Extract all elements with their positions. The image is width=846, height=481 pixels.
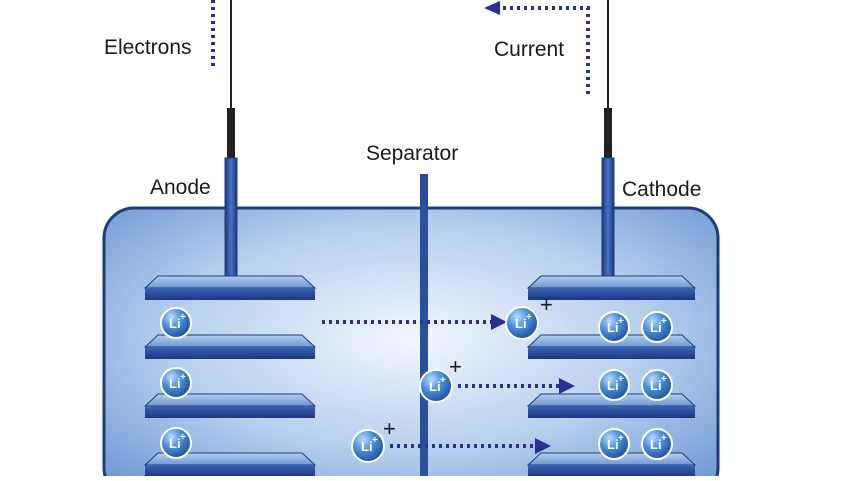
ion-symbol-charge: + [661,316,667,327]
ion-symbol: Li [169,436,181,451]
ion-symbol: Li [361,439,373,454]
cathode-label: Cathode [622,178,701,201]
ion-symbol-charge: + [618,374,624,385]
lithium-ion: Li+ [160,367,192,399]
ion-symbol: Li [515,316,527,331]
ion-symbol: Li [607,378,619,393]
lithium-ion: Li+ [160,307,192,339]
anode-connector [227,108,235,160]
ion-symbol-charge: + [440,375,446,386]
ion-flow-arrow [322,314,507,330]
ion-symbol: Li [607,437,619,452]
ion-symbol-charge: + [180,312,186,323]
ion-symbol-charge: + [618,316,624,327]
ion-symbol-charge: + [526,312,532,323]
ion-symbol: Li [169,376,181,391]
ion-symbol-charge: + [180,432,186,443]
anode-plate [143,334,317,359]
lithium-ions: Li+Li+Li+Li+Li+Li+Li+Li+Li+Li+Li+Li+ [160,306,673,463]
lithium-ion: Li+ [641,369,673,401]
anode-label: Anode [150,176,211,199]
separator-label: Separator [366,142,458,165]
electrons-label: Electrons [104,36,192,59]
separator-membrane [420,174,428,481]
lithium-ion: Li+ [598,311,630,343]
ion-symbol-charge: + [618,433,624,444]
ion-charge-plus: + [449,354,462,379]
cathode-rod [601,157,615,287]
current-arrowhead [484,1,500,15]
anode-plate [143,452,317,477]
anode-plate-stack [143,275,317,477]
ion-flow-arrow [390,438,551,454]
current-flow-dots [498,6,590,94]
ion-flow-arrow [458,378,575,394]
anode-plate [143,393,317,418]
lithium-ion: Li+ [419,369,453,403]
cathode-connector [604,108,612,160]
ion-symbol: Li [169,316,181,331]
anode-rod [224,157,238,287]
ion-symbol-charge: + [661,374,667,385]
ion-symbol: Li [650,320,662,335]
ion-symbol: Li [650,378,662,393]
lithium-ion: Li+ [641,311,673,343]
cathode-plate-stack [526,275,697,477]
ion-symbol: Li [607,320,619,335]
cathode-plate [526,275,697,300]
lithium-ion: Li+ [598,369,630,401]
anode-plate [143,275,317,300]
lithium-ion: Li+ [160,427,192,459]
ion-charge-plus: + [383,416,396,441]
ion-charge-plus: + [540,292,553,317]
ion-symbol-charge: + [180,372,186,383]
lithium-ion: Li+ [351,429,385,463]
ion-symbol: Li [650,437,662,452]
ion-symbol-charge: + [661,433,667,444]
ion-symbol: Li [429,379,441,394]
lithium-ion: Li+ [641,428,673,460]
ion-symbol-charge: + [372,435,378,446]
lithium-ion: Li+ [598,428,630,460]
current-label: Current [494,38,564,61]
lithium-ion: Li+ [505,306,539,340]
